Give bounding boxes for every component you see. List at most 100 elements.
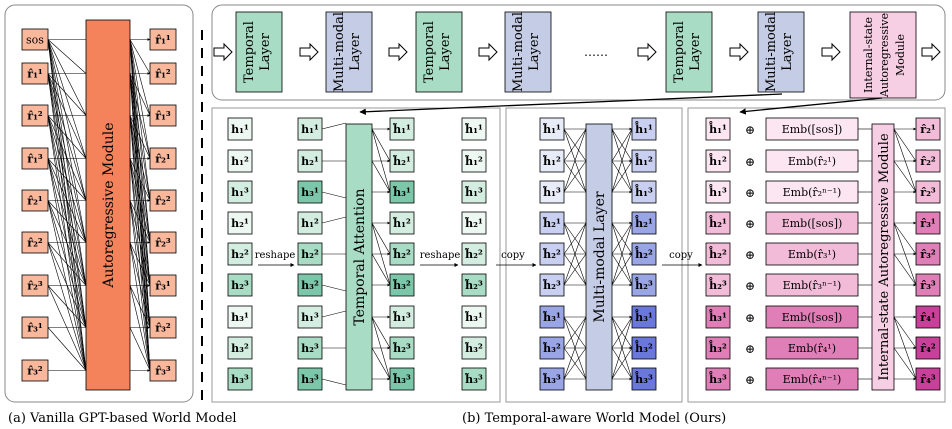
multimodal-in-2-label: h̃₁³: [543, 186, 561, 199]
internal-h-1-box: [705, 149, 731, 173]
vanilla-out-link: [129, 39, 151, 371]
temporal-h4-6-label: h̃₃¹: [465, 311, 483, 324]
pipeline-layer-2: [415, 11, 463, 93]
vanilla-output-0-label: r̂₁¹: [155, 34, 171, 47]
vanilla-output-3-label: r̂₂¹: [155, 153, 171, 166]
multimodal-out-2-label: h̊₁³: [635, 184, 653, 199]
pipeline-arrow-end: [921, 42, 941, 62]
vanilla-in-link: [47, 115, 87, 201]
autoregressive-module-label: Autoregressive Module: [101, 122, 117, 288]
temporal-h2-8-label: h₃³: [301, 373, 319, 386]
internal-module-small-line1: Internal-state: [862, 17, 875, 93]
temporal-h4-5-label: h̃₂³: [465, 279, 483, 292]
pipeline-layer-3-line2: Layer: [527, 32, 542, 70]
vanilla-in-link: [47, 73, 87, 159]
internal-emb-6-label: Emb([sos]): [782, 311, 843, 324]
temporal-h4-3-label: h̃₂¹: [465, 217, 483, 230]
vanilla-out-link: [129, 39, 151, 116]
vanilla-output-5-label: r̂₂³: [155, 237, 171, 250]
multimodal-in-link: [563, 253, 587, 286]
pipeline-layer-4: [665, 11, 713, 93]
temporal-h4-4-box: [461, 242, 487, 266]
temporal-h4-6-box: [461, 305, 487, 329]
vanilla-in-link: [47, 158, 87, 201]
internal-h-7-label: h̊₃²: [709, 340, 727, 355]
temporal-h3-5-label: h̃₃²: [393, 279, 411, 292]
internal-h-1-label: h̊₁²: [709, 153, 727, 168]
internal-out-8-label: r̂₄³: [920, 373, 936, 386]
multimodal-in-1-label: h̃₁²: [543, 155, 561, 168]
multimodal-in-link: [563, 160, 587, 193]
internal-plus-5: ⊕: [745, 279, 755, 293]
vanilla-in-link: [47, 39, 87, 116]
multimodal-out-5-label: h̊₂³: [635, 277, 653, 292]
multimodal-out-3-box: [631, 211, 657, 235]
temporal-attention: [345, 123, 373, 391]
pipeline-layer-4-line2: Layer: [688, 32, 703, 70]
temporal-h3-7-label: h̃₂³: [393, 342, 411, 355]
temporal-h2-2-label: h₃¹: [301, 186, 319, 199]
pipeline-layer-1-line1: Multi-modal: [332, 12, 347, 92]
vanilla-in-link: [47, 73, 87, 116]
pipeline-to-temporal: [359, 93, 783, 115]
temporal-h1-4-label: h₂²: [231, 248, 249, 261]
temporal-h1-8-box: [227, 367, 253, 391]
temporal-att-link: [371, 222, 391, 286]
vanilla-in-link: [47, 327, 87, 371]
temporal-h3-0-box: [389, 117, 415, 141]
vanilla-input-1-box: [21, 62, 49, 85]
temporal-att-link: [371, 222, 391, 255]
vanilla-out-link: [129, 39, 151, 328]
multimodal-out-6-box: [631, 305, 657, 329]
temporal-h4-7-label: h̃₃²: [465, 342, 483, 355]
temporal-h3-0-label: h̃₁¹: [393, 123, 411, 136]
internal-h-4-label: h̊₂²: [709, 246, 727, 261]
multimodal-out-1-box: [631, 149, 657, 173]
vanilla-out-link: [129, 115, 151, 371]
multimodal-in-8-label: h̃₃³: [543, 373, 561, 386]
vanilla-in-link: [47, 285, 87, 328]
temporal-h3-1-box: [389, 149, 415, 173]
temporal-h1-0-label: h₁¹: [231, 123, 249, 136]
reshape-label-1: reshape: [255, 250, 296, 261]
temporal-h3-6-label: h̃₁³: [393, 311, 411, 324]
temporal-h3-1-label: h̃₂¹: [393, 155, 411, 168]
internal-out-link: [893, 222, 917, 286]
multimodal-out-5-box: [631, 273, 657, 297]
internal-out-3-box: [915, 211, 941, 235]
multimodal-in-4-label: h̃₂²: [543, 248, 561, 261]
vanilla-output-6-label: r̂₃¹: [155, 280, 171, 293]
internal-module-label: Internal-state Autoregressive Module: [877, 133, 892, 381]
internal-out-link: [893, 160, 917, 193]
vanilla-in-link: [47, 115, 87, 159]
temporal-h2-link: [321, 378, 347, 386]
vanilla-input-1-label: r̂₁¹: [27, 68, 43, 81]
vanilla-out-link: [129, 73, 151, 371]
vanilla-in-link: [47, 158, 87, 286]
vanilla-input-0-box: [21, 28, 49, 51]
multimodal-in-3-label: h̃₂¹: [543, 217, 561, 230]
pipeline-layer-5-line2: Layer: [780, 32, 795, 70]
multimodal-layer-label: Multi-modal Layer: [592, 191, 608, 322]
internal-emb-8-label: Emb(r̂₄ⁿ⁻¹): [783, 373, 842, 386]
pipeline-layer-0-line1: Temporal: [242, 21, 257, 83]
temporal-att-link: [371, 253, 391, 286]
vanilla-out-link: [129, 158, 151, 371]
multimodal-in-5-label: h̃₂³: [543, 279, 561, 292]
internal-module-small: [849, 11, 917, 99]
vanilla-output-8-label: r̂₃³: [155, 365, 171, 378]
internal-out-2-label: r̂₂³: [920, 186, 936, 199]
internal-out-4-label: r̂₃²: [920, 248, 936, 261]
multimodal-out-0-label: h̊₁¹: [635, 121, 653, 136]
pipeline-layer-2-line2: Layer: [438, 32, 453, 70]
temporal-h4-2-box: [461, 180, 487, 204]
temporal-h3-5-box: [389, 273, 415, 297]
internal-out-link: [893, 347, 917, 380]
multimodal-in-8-box: [539, 367, 565, 391]
temporal-att-link: [371, 128, 391, 193]
vanilla-out-link: [129, 39, 151, 74]
temporal-h2-1-label: h₂¹: [301, 155, 319, 168]
internal-h-5-box: [705, 273, 731, 297]
multimodal-in-link: [563, 128, 587, 193]
